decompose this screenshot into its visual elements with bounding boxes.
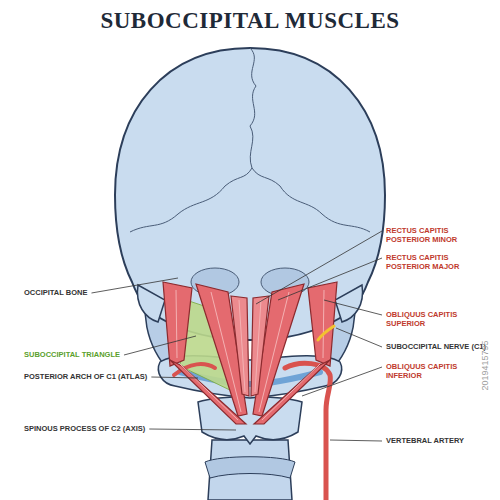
c3-vertebra — [205, 457, 295, 478]
part-label: OBLIQUUS CAPITIS SUPERIOR — [386, 310, 492, 328]
sagittal-suture — [250, 48, 256, 168]
watermark: 2019415795 — [480, 310, 491, 420]
leader-line — [256, 231, 382, 304]
part-label: POSTERIOR ARCH OF C1 (ATLAS) — [24, 372, 147, 381]
title: SUBOCCIPITAL MUSCLES — [0, 8, 500, 34]
muscle-group — [163, 282, 249, 424]
muscle-group — [251, 282, 337, 424]
vertebral-artery — [285, 363, 330, 500]
obliquus-superior — [308, 282, 337, 366]
mastoid-process — [137, 285, 165, 322]
obliquus-superior — [163, 282, 192, 366]
leader-line — [336, 328, 382, 347]
cranium — [115, 48, 385, 340]
part-label: SUBOCCIPITAL TRIANGLE — [24, 350, 120, 359]
part-label: SPINOUS PROCESS OF C2 (AXIS) — [24, 424, 145, 433]
suboccipital-nerve — [318, 326, 334, 340]
muscle-fibres — [255, 290, 324, 420]
obliquus-inferior — [170, 360, 246, 424]
leader-line — [330, 440, 382, 441]
lambdoid-suture — [130, 168, 370, 232]
leader-line — [124, 336, 196, 355]
c2-axis — [198, 397, 302, 444]
leader-line — [324, 300, 382, 315]
part-label: SUBOCCIPITAL NERVE (C1) — [386, 342, 486, 351]
part-label: VERTEBRAL ARTERY — [386, 436, 464, 445]
part-label: OBLIQUUS CAPITIS INFERIOR — [386, 362, 492, 380]
leader-line — [278, 258, 382, 300]
leader-line — [149, 429, 236, 430]
part-label: OCCIPITAL BONE — [24, 288, 87, 297]
leader-line — [302, 367, 382, 396]
part-label: RECTUS CAPITIS POSTERIOR MINOR — [386, 226, 492, 244]
obliquus-inferior — [254, 360, 330, 424]
leader-line — [151, 377, 198, 378]
leader-line — [91, 278, 178, 293]
muscle-fibres — [176, 290, 245, 420]
part-label: RECTUS CAPITIS POSTERIOR MAJOR — [386, 253, 492, 271]
